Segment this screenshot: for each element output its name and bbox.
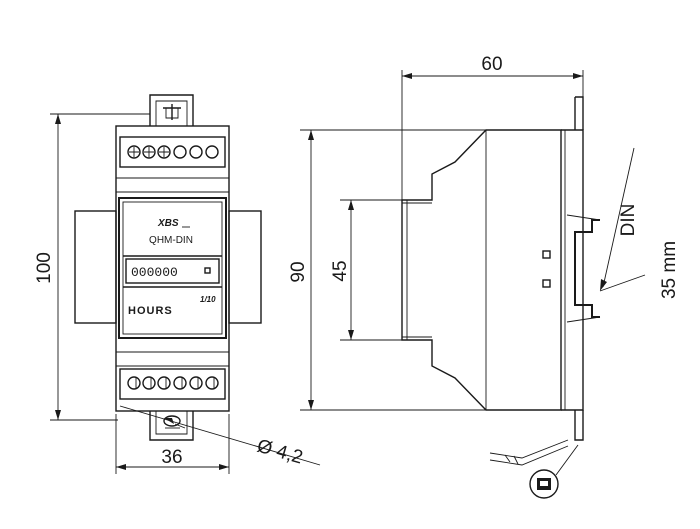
right-wing bbox=[228, 210, 262, 324]
dim-height-90: 90 bbox=[288, 129, 486, 411]
dim-front-label: 45 bbox=[330, 260, 351, 281]
side-marker-top bbox=[542, 250, 551, 259]
left-wing bbox=[74, 210, 117, 324]
din-callout: DIN 35 mm bbox=[599, 147, 680, 299]
side-view: 60 90 45 DIN 35 mm bbox=[288, 54, 680, 499]
rail-width-label: 35 mm bbox=[659, 241, 680, 299]
din-label: DIN bbox=[618, 204, 639, 237]
screwdriver-release-detail bbox=[489, 439, 579, 499]
dim-height-100: 100 bbox=[34, 113, 150, 421]
dim-depth-label: 60 bbox=[481, 54, 502, 75]
dim-depth-60: 60 bbox=[401, 54, 584, 200]
fraction-label: 1/10 bbox=[200, 295, 216, 304]
dim-hole-label: Ø 4,2 bbox=[255, 436, 305, 469]
din-rail bbox=[574, 219, 600, 318]
dim-front-45: 45 bbox=[330, 199, 402, 341]
top-din-clip bbox=[149, 94, 194, 126]
bottom-din-clip bbox=[149, 411, 194, 441]
brand-label: XBS bbox=[157, 218, 179, 229]
counter-digits: 000000 bbox=[131, 265, 178, 280]
side-marker-bottom bbox=[542, 279, 551, 288]
dim-height-label: 100 bbox=[34, 252, 55, 284]
mounting-hole bbox=[163, 415, 181, 427]
model-label: QHM-DIN bbox=[149, 235, 193, 246]
counter-decimal bbox=[204, 267, 211, 274]
dim-width-36: 36 bbox=[115, 414, 230, 474]
dim-height90-label: 90 bbox=[288, 261, 309, 282]
counter-window bbox=[125, 258, 220, 284]
bottom-terminal-block bbox=[119, 368, 226, 400]
front-view: XBS QHM-DIN 000000 HOURS 1/10 bbox=[34, 94, 321, 474]
detail-circle bbox=[529, 469, 559, 499]
front-panel bbox=[118, 197, 227, 339]
top-terminals bbox=[127, 145, 219, 159]
hours-label: HOURS bbox=[128, 305, 173, 317]
top-terminal-block bbox=[119, 136, 226, 168]
side-body-outline bbox=[401, 129, 562, 411]
bottom-terminals bbox=[127, 376, 219, 390]
dim-width-label: 36 bbox=[161, 447, 182, 468]
